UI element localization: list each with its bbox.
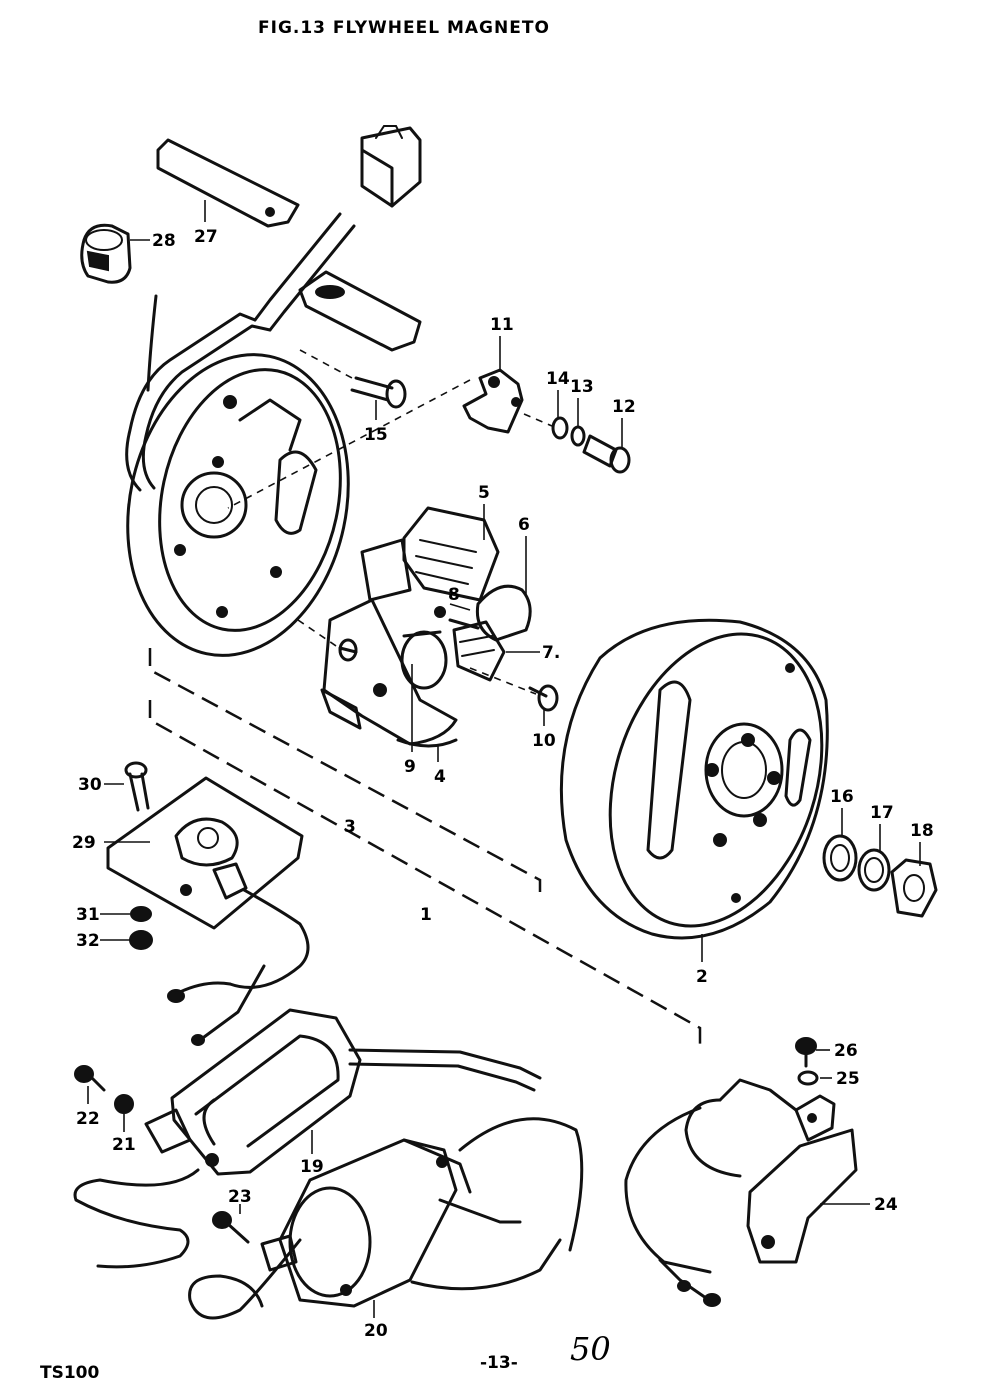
model-label: TS100 bbox=[40, 1363, 99, 1383]
callout-11: 11 bbox=[490, 315, 514, 335]
callout-13: 13 bbox=[570, 377, 594, 397]
part-10-screw bbox=[297, 619, 559, 712]
callout-4: 4 bbox=[434, 767, 446, 787]
part-6-core bbox=[475, 584, 532, 642]
callout-leaders bbox=[87, 200, 921, 1318]
part-17-washer bbox=[857, 848, 891, 892]
callout-29: 29 bbox=[72, 833, 96, 853]
callout-8: 8 bbox=[448, 585, 460, 605]
callout-22: 22 bbox=[76, 1109, 100, 1129]
wire-harness-connector bbox=[125, 125, 422, 492]
rubber-seal bbox=[298, 270, 422, 352]
callout-7: 7. bbox=[542, 643, 560, 663]
callout-12: 12 bbox=[612, 397, 636, 417]
part-21-washer bbox=[114, 1094, 134, 1114]
part-11-contact-breaker bbox=[227, 368, 524, 509]
figure-title: FIG.13 FLYWHEEL MAGNETO bbox=[258, 18, 550, 38]
callout-25: 25 bbox=[836, 1069, 860, 1089]
callout-labels: 1 2 3 4 5 6 7. 8 9 10 11 12 13 14 15 16 … bbox=[72, 227, 934, 1341]
part-12-screw bbox=[523, 413, 631, 474]
callout-17: 17 bbox=[870, 803, 894, 823]
part-3-stator-base-plate bbox=[126, 353, 350, 657]
callout-27: 27 bbox=[194, 227, 218, 247]
callout-24: 24 bbox=[874, 1195, 898, 1215]
callout-23: 23 bbox=[228, 1187, 252, 1207]
part-4-stator-plate bbox=[320, 598, 458, 748]
callout-16: 16 bbox=[830, 787, 854, 807]
callout-28: 28 bbox=[152, 231, 176, 251]
part-27-cover-plate bbox=[156, 138, 300, 228]
part-30-bolt bbox=[124, 761, 150, 812]
part-19-ignition-coil bbox=[73, 1008, 542, 1269]
part-22-bolt bbox=[74, 1065, 106, 1092]
callout-31: 31 bbox=[76, 905, 100, 925]
callout-10: 10 bbox=[532, 731, 556, 751]
part-13-washer bbox=[570, 425, 586, 447]
part-24-rectifier bbox=[624, 1078, 858, 1307]
part-32-nut bbox=[129, 930, 153, 950]
callout-20: 20 bbox=[364, 1321, 388, 1341]
callout-15: 15 bbox=[364, 425, 388, 445]
part-26-bolt bbox=[795, 1037, 817, 1068]
part-31-washer bbox=[130, 906, 152, 922]
part-5-coil bbox=[360, 506, 500, 602]
callout-2: 2 bbox=[696, 967, 708, 987]
part-7-coil bbox=[452, 620, 506, 682]
assembly-bracket bbox=[148, 648, 702, 1046]
page-number: -13- bbox=[480, 1353, 518, 1373]
handwritten-note: 50 bbox=[570, 1330, 611, 1368]
callout-9: 9 bbox=[404, 757, 416, 777]
callout-5: 5 bbox=[478, 483, 490, 503]
callout-18: 18 bbox=[910, 821, 934, 841]
part-18-nut bbox=[890, 858, 938, 918]
part-20-ignition-unit bbox=[188, 1117, 584, 1320]
part-2-flywheel-rotor bbox=[559, 618, 829, 940]
callout-32: 32 bbox=[76, 931, 100, 951]
callout-30: 30 bbox=[78, 775, 102, 795]
part-15-screw bbox=[299, 349, 407, 409]
callout-21: 21 bbox=[112, 1135, 136, 1155]
part-14-washer bbox=[551, 416, 569, 440]
part-29-rectifier-plate bbox=[106, 776, 310, 1046]
part-23-screw bbox=[212, 1211, 250, 1244]
part-25-washer bbox=[797, 1070, 819, 1086]
callout-19: 19 bbox=[300, 1157, 324, 1177]
callout-1: 1 bbox=[420, 905, 432, 925]
part-16-washer bbox=[822, 834, 858, 882]
callout-3: 3 bbox=[344, 817, 356, 837]
callout-26: 26 bbox=[834, 1041, 858, 1061]
callout-6: 6 bbox=[518, 515, 530, 535]
part-28-grommet bbox=[80, 223, 132, 284]
callout-14: 14 bbox=[546, 369, 570, 389]
